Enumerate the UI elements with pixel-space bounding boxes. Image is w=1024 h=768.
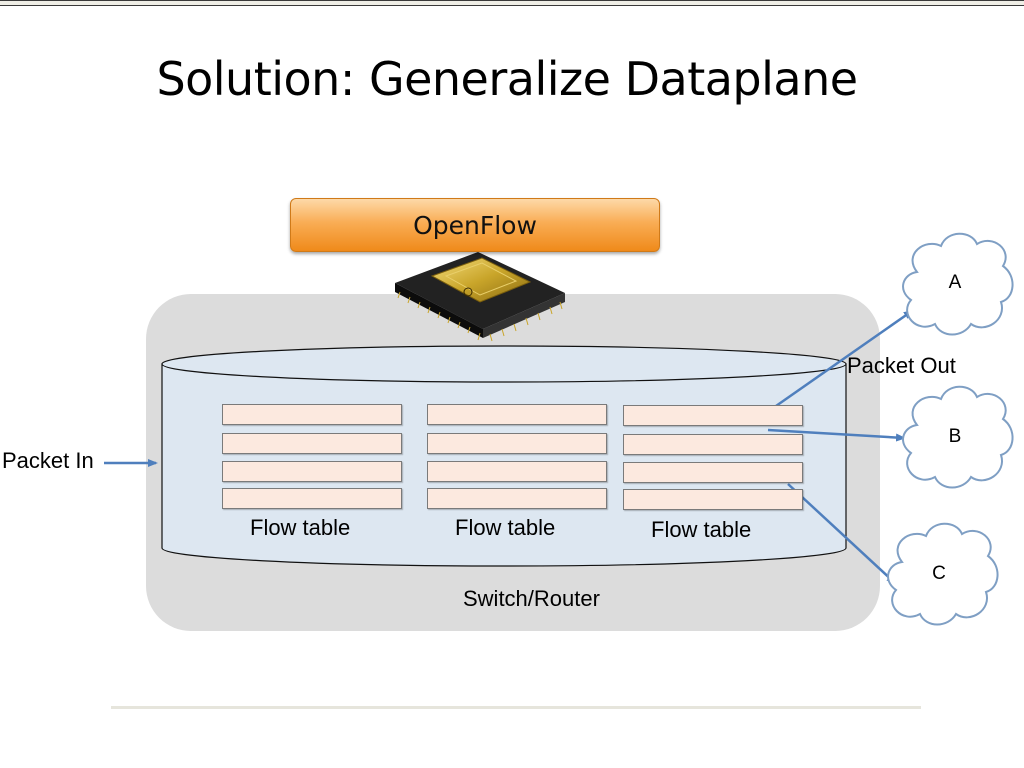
cloud-c <box>887 522 999 626</box>
flow-table-label: Flow table <box>250 515 351 540</box>
cloud-a-label: A <box>948 272 962 293</box>
flow-entry <box>427 461 607 482</box>
flow-entry <box>427 433 607 454</box>
packet-flow-arrows <box>104 309 914 585</box>
switch-router-label: Switch/Router <box>463 586 600 611</box>
footer-rule <box>111 706 921 709</box>
openflow-label: OpenFlow <box>413 210 537 240</box>
arrow-to-a <box>775 309 914 408</box>
top-border-bar <box>0 0 1024 6</box>
flow-entry <box>623 489 803 510</box>
flow-table-label: Flow table <box>455 515 556 540</box>
flow-entry <box>222 433 402 454</box>
cloud-a <box>902 232 1014 336</box>
flow-entry <box>623 434 803 455</box>
cloud-b-label: B <box>948 426 962 447</box>
cloud-b <box>902 385 1014 489</box>
flow-entry <box>222 461 402 482</box>
slide-title: Solution: Generalize Dataplane <box>156 52 858 106</box>
arrow-to-c <box>787 483 897 585</box>
packet-out-label: Packet Out <box>847 353 956 378</box>
flow-entry <box>623 405 803 426</box>
chip-icon <box>395 252 565 342</box>
flow-entry <box>623 462 803 483</box>
flow-entry <box>427 488 607 509</box>
flow-entry <box>427 404 607 425</box>
arrow-to-b <box>767 428 906 442</box>
openflow-label-box: OpenFlow <box>290 198 660 252</box>
flow-entry <box>222 488 402 509</box>
flow-table-label: Flow table <box>651 517 752 542</box>
flow-entry <box>222 404 402 425</box>
cloud-c-label: C <box>932 563 946 584</box>
packet-in-label: Packet In <box>2 448 94 473</box>
